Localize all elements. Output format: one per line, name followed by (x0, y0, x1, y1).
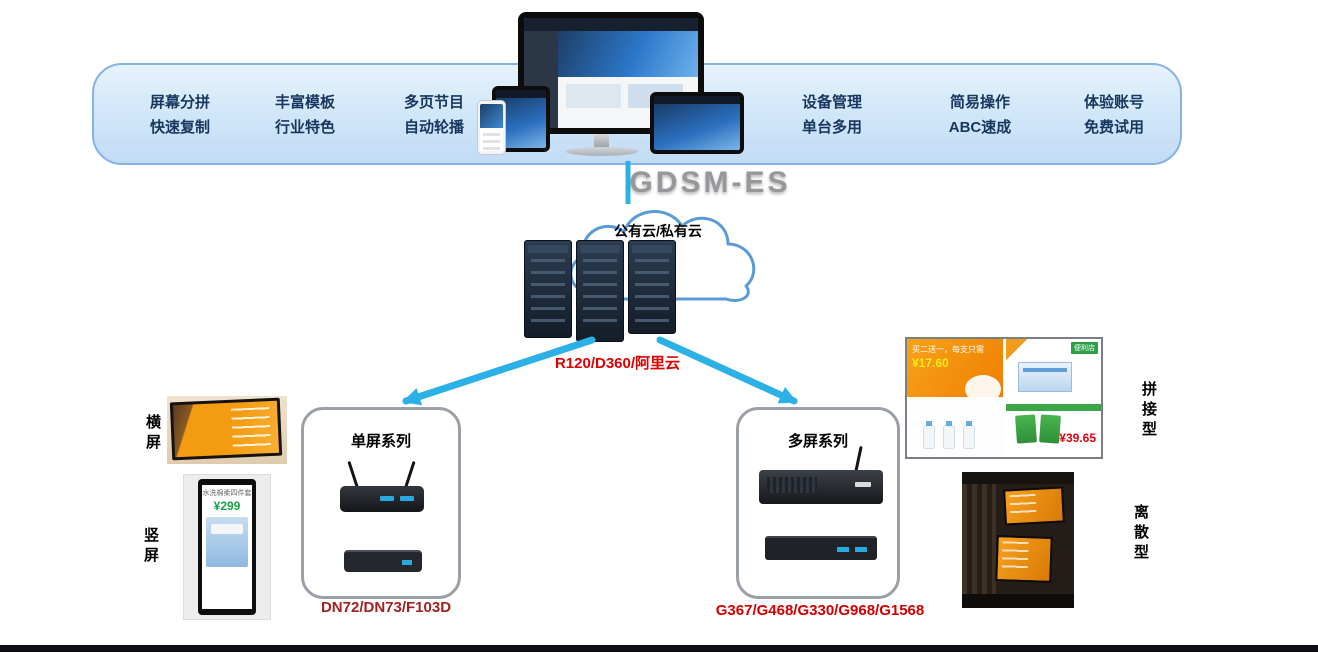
multi-series-models: G367/G468/G330/G968/G1568 (715, 602, 925, 619)
phone-screen-line (483, 140, 500, 143)
server-tower (524, 240, 572, 338)
phone-screen-banner (480, 104, 503, 128)
monitor-stand (594, 134, 609, 148)
feature-line: 简易操作 (949, 94, 1010, 111)
landscape-tv-frame (169, 397, 283, 461)
landscape-tv-screen (172, 400, 280, 458)
ceiling-beam (962, 472, 1074, 484)
green-band (1005, 403, 1101, 411)
server-models-label: R120/D360/阿里云 (554, 355, 681, 372)
kiosk-product-image (206, 517, 248, 567)
multi-series-box: 多屏系列 (736, 407, 900, 599)
tablet-screen-bar (496, 90, 546, 98)
videowall-photo: 买二送一，每支只需 ¥17.60 便利店 ¥39.65 (905, 337, 1103, 459)
monitor-screen-topbar (524, 18, 698, 31)
feature-device-management: 设备管理 单台多用 (772, 90, 892, 140)
milk-pack-image (1017, 361, 1072, 392)
bottle-icon (923, 421, 935, 449)
cloud-label: 公有云/私有云 (614, 223, 702, 239)
bottle-icon (943, 421, 955, 449)
videowall-cell-price: ¥39.65 (1005, 399, 1101, 457)
videowall-promo-text: 买二送一，每支只需 (912, 345, 984, 354)
feature-line: 屏幕分拼 (149, 94, 210, 111)
carton-icon (1038, 414, 1061, 444)
tablet-mockup-right (650, 92, 744, 154)
label-landscape-screen: 横屏 (144, 414, 161, 454)
server-rack (524, 240, 678, 342)
feature-line: 体验账号 (1083, 94, 1144, 111)
label-discrete-type: 离散型 (1132, 504, 1149, 564)
counter-edge (962, 594, 1074, 608)
tablet-screen-bar (654, 96, 740, 104)
feature-line: 自动轮播 (403, 119, 464, 136)
feature-line: 多页节目 (403, 94, 464, 111)
server-tower (628, 240, 676, 334)
menu-screen-bottom (995, 535, 1053, 583)
product-bubble (964, 374, 1001, 397)
single-series-models: DN72/DN73/F103D (320, 599, 452, 616)
label-portrait-screen: 竖屏 (142, 527, 159, 567)
discrete-screens-photo (962, 472, 1074, 608)
phone-screen (480, 104, 503, 151)
single-series-box: 单屏系列 (301, 407, 461, 599)
feature-line: 单台多用 (801, 119, 862, 136)
carton-icon (1014, 414, 1037, 444)
phone-screen-line (483, 133, 500, 136)
videowall-cell-promo: 买二送一，每支只需 ¥17.60 (907, 339, 1003, 397)
player-device-flat (344, 550, 422, 572)
feature-line: 快速复制 (149, 119, 210, 136)
menu-text-lines (231, 407, 271, 449)
multiscreen-player-device-flat (765, 536, 877, 560)
feature-easy-operation: 简易操作 ABC速成 (920, 90, 1040, 140)
phone-screen-line (483, 147, 500, 150)
monitor-screen-tile (566, 84, 621, 108)
feature-line: 免费试用 (1083, 119, 1144, 136)
wall-slats (962, 472, 996, 608)
feature-screen-split: 屏幕分拼 快速复制 (120, 90, 240, 140)
feature-templates: 丰富模板 行业特色 (245, 90, 365, 140)
bottle-icon (963, 421, 975, 449)
kiosk-price: ¥299 (213, 499, 241, 513)
antenna-icon (404, 460, 416, 489)
portrait-kiosk-screen: 水洗棉柔四件套 ¥299 (202, 485, 252, 609)
feature-multipage: 多页节目 自动轮播 (374, 90, 494, 140)
footer-bar (0, 645, 1318, 652)
phone-mockup (477, 100, 506, 155)
videowall-cell-bottles (907, 399, 1003, 457)
store-badge: 便利店 (1071, 342, 1098, 354)
portrait-screen-photo: 水洗棉柔四件套 ¥299 (183, 474, 271, 620)
single-series-title: 单屏系列 (350, 433, 411, 450)
feature-line: 设备管理 (801, 94, 862, 111)
videowall-cell-products: 便利店 (1005, 339, 1101, 397)
feature-trial-account: 体验账号 免费试用 (1054, 90, 1174, 140)
tablet-screen (654, 96, 740, 150)
antenna-icon (347, 460, 359, 489)
kiosk-caption: 水洗棉柔四件套 (202, 490, 252, 497)
monitor-base (566, 147, 638, 156)
label-splicing-type: 拼接型 (1140, 381, 1157, 441)
monitor-screen-hero (558, 31, 698, 77)
menu-screen-top (1003, 486, 1065, 526)
feature-line: ABC速成 (948, 119, 1012, 136)
videowall-price-right: ¥39.65 (1059, 431, 1096, 445)
player-device-with-antennas (340, 486, 424, 512)
portrait-kiosk-frame: 水洗棉柔四件套 ¥299 (198, 479, 256, 615)
videowall-price-left: ¥17.60 (912, 356, 949, 370)
landscape-screen-photo (167, 396, 287, 464)
brand-title: GDSM-ES (629, 166, 791, 199)
multi-series-title: 多屏系列 (787, 433, 848, 450)
feature-line: 行业特色 (274, 119, 335, 136)
server-tower (576, 240, 624, 342)
multiscreen-player-device (759, 470, 883, 504)
feature-line: 丰富模板 (274, 94, 335, 111)
